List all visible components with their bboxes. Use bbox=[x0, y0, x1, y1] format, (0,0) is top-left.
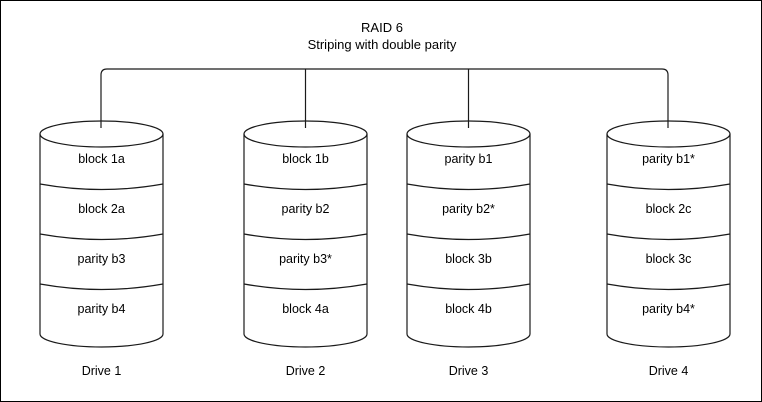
drive-cell-label: parity b2 bbox=[281, 202, 330, 216]
cylinder-body bbox=[39, 134, 164, 348]
drive-cylinder bbox=[606, 120, 731, 348]
cylinder-divider-arc bbox=[406, 283, 531, 291]
diagram-title: RAID 6 Striping with double parity bbox=[1, 19, 761, 53]
cylinder-divider-arc bbox=[406, 233, 531, 241]
drive-cell-label: parity b4 bbox=[77, 302, 126, 316]
cylinder-body bbox=[406, 134, 531, 348]
cylinder-body bbox=[243, 134, 368, 348]
drive-cylinder bbox=[406, 120, 531, 348]
cylinder-divider-arc bbox=[39, 183, 164, 191]
drive-caption: Drive 1 bbox=[81, 364, 122, 378]
cylinder-top-ellipse bbox=[406, 120, 531, 148]
cylinder-divider-arc bbox=[39, 283, 164, 291]
drive-cell-label: block 2a bbox=[78, 202, 125, 216]
cylinder-top-ellipse bbox=[243, 120, 368, 148]
drive-cell-label: parity b2* bbox=[442, 202, 495, 216]
drive-cylinders bbox=[39, 120, 731, 348]
cylinder-divider-arc bbox=[39, 233, 164, 241]
drive-cell-label: parity b4* bbox=[642, 302, 695, 316]
drive-cell-label: parity b3 bbox=[77, 252, 126, 266]
cylinder-top-ellipse bbox=[606, 120, 731, 148]
drive-caption: Drive 2 bbox=[285, 364, 326, 378]
title-line-primary: RAID 6 bbox=[361, 20, 403, 35]
title-line-secondary: Striping with double parity bbox=[307, 37, 457, 52]
cylinder-divider-arc bbox=[606, 283, 731, 291]
controller-bus bbox=[100, 68, 669, 128]
cylinder-body bbox=[606, 134, 731, 348]
drive-cell-label: block 2c bbox=[645, 202, 692, 216]
drive-cell-label: block 1a bbox=[78, 152, 125, 166]
cylinder-divider-arc bbox=[243, 183, 368, 191]
cylinder-divider-arc bbox=[406, 183, 531, 191]
cylinder-top-ellipse bbox=[39, 120, 164, 148]
cylinder-divider-arc bbox=[243, 283, 368, 291]
drive-cell-label: parity b3* bbox=[279, 252, 332, 266]
cylinder-divider-arc bbox=[606, 183, 731, 191]
drive-caption: Drive 4 bbox=[648, 364, 689, 378]
drive-cell-label: block 3b bbox=[445, 252, 492, 266]
bus-rail bbox=[100, 68, 669, 128]
drive-cylinder bbox=[39, 120, 164, 348]
drive-cell-label: block 1b bbox=[282, 152, 329, 166]
drive-cell-label: block 4a bbox=[282, 302, 329, 316]
drive-cell-label: parity b1 bbox=[444, 152, 493, 166]
drive-cell-label: block 3c bbox=[645, 252, 692, 266]
drive-caption: Drive 3 bbox=[448, 364, 489, 378]
drive-cell-label: parity b1* bbox=[642, 152, 695, 166]
cylinder-divider-arc bbox=[606, 233, 731, 241]
drive-cell-label: block 4b bbox=[445, 302, 492, 316]
drive-cylinder bbox=[243, 120, 368, 348]
cylinder-divider-arc bbox=[243, 233, 368, 241]
